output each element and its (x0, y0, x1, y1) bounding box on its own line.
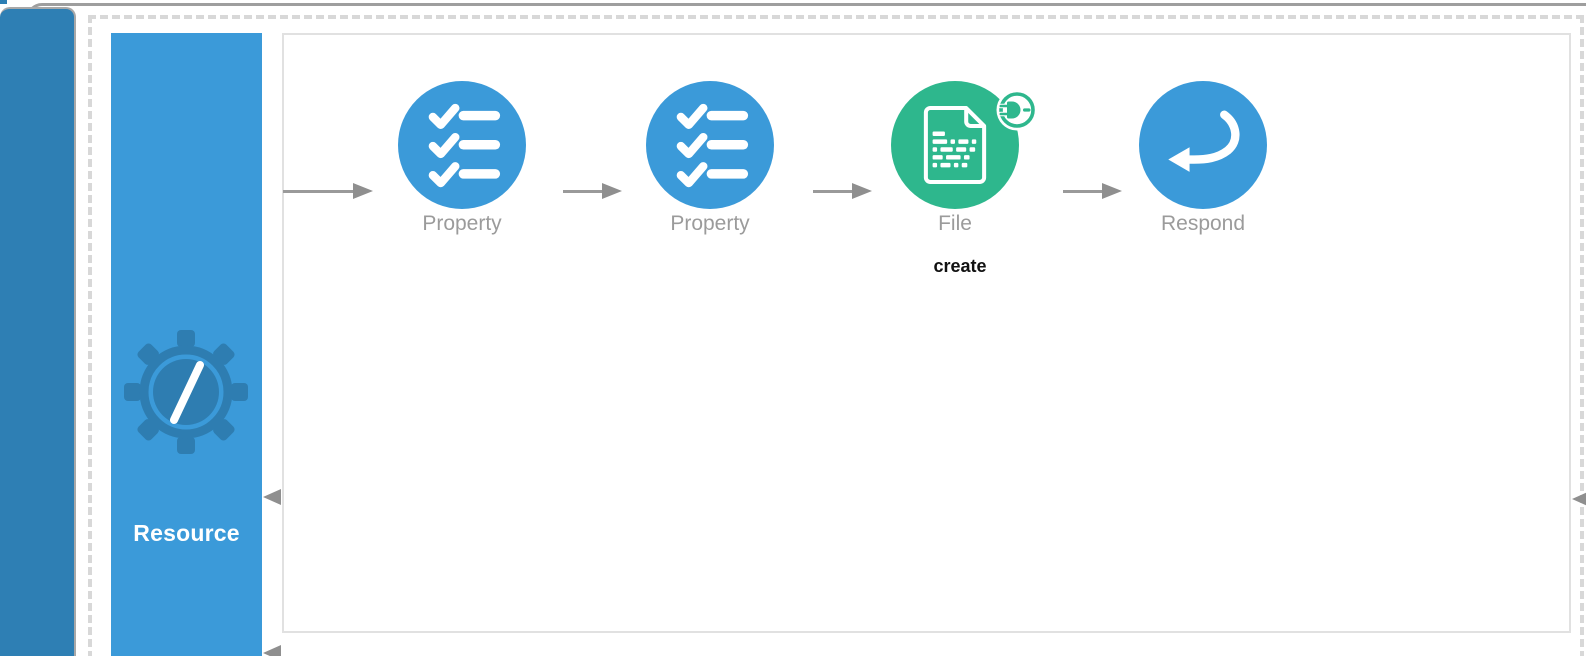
connector-arrowhead-icon (1102, 183, 1122, 199)
connector-line-1[interactable] (563, 190, 602, 193)
node-respond-circle[interactable] (1139, 81, 1267, 209)
left-rail-top-sliver (0, 0, 7, 4)
node-property-1[interactable] (398, 81, 526, 209)
lane-label: Resource (133, 520, 240, 546)
return-arrow-icon (1168, 110, 1240, 172)
connector-arrowhead-icon (602, 183, 622, 199)
connector-line-2[interactable] (813, 190, 852, 193)
node-file-circle[interactable] (891, 81, 1019, 209)
connector-line-3[interactable] (1063, 190, 1102, 193)
plug-connector-badge-icon (996, 89, 1038, 131)
node-respond-label: Respond (1160, 212, 1246, 235)
node-property-1-label: Property (422, 212, 502, 235)
node-property-2-label: Property (670, 212, 750, 235)
flow-end-arrowhead-icon (1572, 491, 1586, 507)
node-file-create[interactable] (891, 81, 1038, 209)
checklist-icon (676, 103, 749, 188)
connector-arrowhead-icon (852, 183, 872, 199)
gear-slash-icon (121, 327, 251, 457)
checklist-icon (428, 103, 501, 188)
connector-line-entry[interactable] (283, 190, 353, 193)
lane-return-arrowhead-partial-icon (263, 645, 281, 656)
node-respond[interactable] (1139, 81, 1267, 209)
workflow-dashed-container (88, 15, 1584, 656)
node-property-1-circle[interactable] (398, 81, 526, 209)
lane-return-arrowhead-icon (263, 489, 281, 505)
connector-arrowhead-icon (353, 183, 373, 199)
node-file-label: File (938, 212, 972, 235)
node-property-2-circle[interactable] (646, 81, 774, 209)
node-property-2[interactable] (646, 81, 774, 209)
resource-lane[interactable]: Resource (111, 33, 262, 656)
left-side-rail[interactable] (0, 7, 76, 656)
file-document-icon (923, 106, 987, 184)
node-file-sublabel: create (933, 256, 987, 276)
